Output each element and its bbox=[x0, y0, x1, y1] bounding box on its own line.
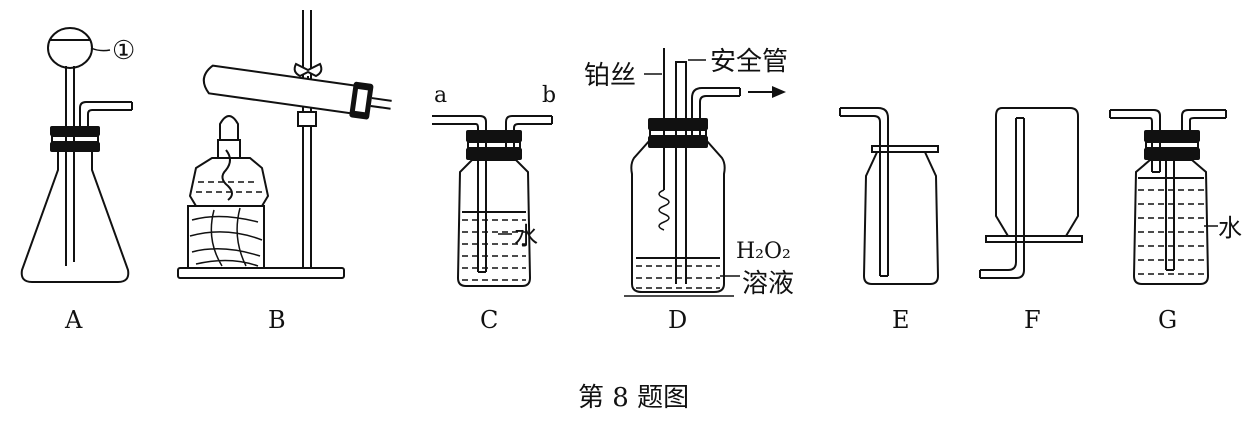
apparatus-a: ① A bbox=[20, 27, 135, 334]
water-label-g: 水 bbox=[1218, 214, 1242, 242]
apparatus-d: 铂丝 安全管 H₂O₂ 溶液 D bbox=[584, 47, 794, 334]
platinum-wire-label: 铂丝 bbox=[584, 61, 636, 91]
label-f: F bbox=[1024, 306, 1041, 334]
port-b-label: b bbox=[542, 83, 556, 108]
apparatus-e: E bbox=[839, 107, 940, 334]
label-b: B bbox=[268, 306, 286, 334]
apparatus-g: 水 G bbox=[1109, 109, 1242, 334]
solution-label: 溶液 bbox=[742, 269, 794, 299]
figure-caption: 第 8 题图 bbox=[578, 383, 689, 413]
label-c: C bbox=[480, 306, 498, 334]
safety-tube-label: 安全管 bbox=[710, 47, 788, 77]
apparatus-c: a b 水 C bbox=[432, 83, 556, 334]
apparatus-b: B bbox=[177, 10, 392, 334]
label-a: A bbox=[64, 306, 83, 334]
water-label-c: 水 bbox=[514, 222, 538, 250]
label-e: E bbox=[892, 306, 910, 334]
label-d: D bbox=[668, 306, 687, 334]
h2o2-formula-label: H₂O₂ bbox=[736, 239, 791, 264]
port-a-label: a bbox=[434, 83, 447, 108]
label-g: G bbox=[1158, 306, 1177, 334]
marker-1-label: ① bbox=[112, 36, 135, 66]
apparatus-f: F bbox=[979, 107, 1083, 334]
